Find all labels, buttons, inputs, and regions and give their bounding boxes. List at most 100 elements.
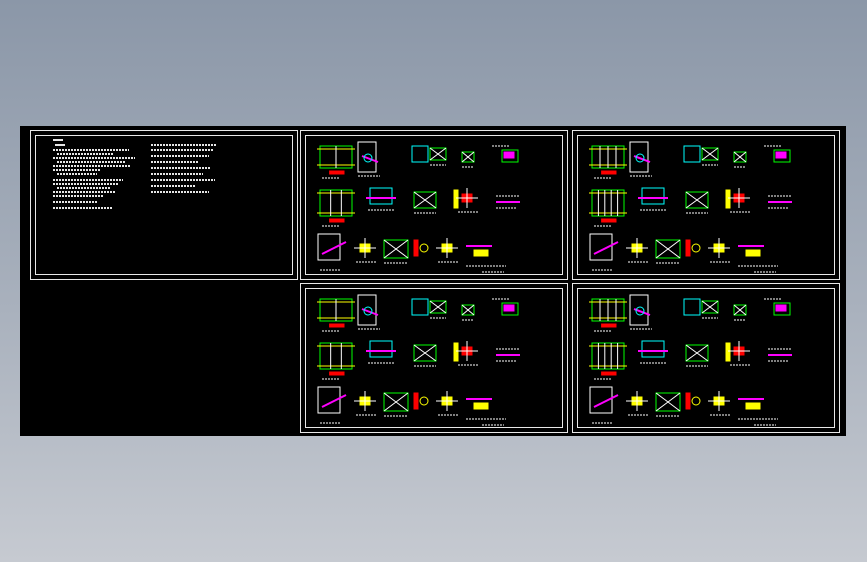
plan-box-outline — [411, 298, 429, 316]
section-diagonal — [429, 300, 447, 314]
rebar-hook-line — [633, 155, 651, 163]
section-outline — [383, 239, 409, 259]
rebar-hook-line — [361, 155, 379, 163]
section-diagonal — [733, 304, 747, 316]
section-diagonal — [701, 147, 719, 161]
stiffener-detail-box — [641, 187, 665, 205]
section-outline — [701, 147, 719, 161]
section-outline — [733, 151, 747, 163]
column-web — [413, 392, 419, 410]
base-weld-line — [321, 241, 347, 255]
section-outline — [461, 151, 475, 163]
pin-circle — [419, 243, 429, 253]
wall-section-outline — [629, 294, 649, 326]
detail-sheet-4-inner-frame — [577, 288, 835, 428]
base-weld-line — [593, 241, 619, 255]
anchor-bolt-circle — [363, 306, 373, 316]
connection-plate — [775, 151, 787, 159]
section-outline — [655, 239, 681, 259]
elevation-title-bar — [329, 323, 345, 328]
section-outline — [701, 300, 719, 314]
detail-sheet-2[interactable] — [572, 130, 840, 280]
notes-sheet[interactable] — [30, 130, 298, 280]
section-diagonal — [685, 344, 709, 362]
cad-model-space[interactable] — [20, 126, 846, 436]
detail-sheet-3-inner-frame — [305, 288, 563, 428]
beam-elevation-frame — [319, 342, 353, 370]
detail-sheet-2-inner-frame — [577, 135, 835, 275]
base-detail-outline — [589, 233, 613, 261]
connection-detail-box — [773, 302, 791, 316]
splice-plate — [745, 249, 761, 257]
splice-plate — [473, 249, 489, 257]
section-outline — [383, 392, 409, 412]
base-detail-outline — [589, 386, 613, 414]
base-weld-line — [593, 394, 619, 408]
base-detail-outline — [317, 233, 341, 261]
section-outline — [429, 147, 447, 161]
section-outline — [685, 344, 709, 362]
beam-elevation-frame — [591, 342, 625, 370]
detail-sheet-4[interactable] — [572, 283, 840, 433]
elevation-title-bar — [601, 218, 617, 223]
splice-plate — [473, 402, 489, 410]
stiffener-detail-box — [641, 340, 665, 358]
section-diagonal — [701, 300, 719, 314]
notes-sheet-inner-frame — [35, 135, 293, 275]
pin-circle — [419, 396, 429, 406]
column-flange — [453, 189, 459, 209]
pin-circle — [691, 243, 701, 253]
section-outline — [685, 191, 709, 209]
stiffener-detail-box — [369, 340, 393, 358]
wall-section-outline — [629, 141, 649, 173]
anchor-bolt-circle — [363, 153, 373, 163]
connection-plate — [775, 304, 787, 312]
column-flange — [453, 342, 459, 362]
detail-sheet-1[interactable] — [300, 130, 568, 280]
detail-sheet-3[interactable] — [300, 283, 568, 433]
elevation-title-bar — [329, 170, 345, 175]
section-diagonal — [685, 191, 709, 209]
elevation-title-bar — [329, 218, 345, 223]
plan-box-outline — [683, 145, 701, 163]
splice-plate — [745, 402, 761, 410]
section-outline — [429, 300, 447, 314]
section-diagonal — [655, 239, 681, 259]
rebar-hook-line — [633, 308, 651, 316]
section-outline — [461, 304, 475, 316]
anchor-bolt-circle — [635, 153, 645, 163]
connection-detail-box — [501, 302, 519, 316]
section-diagonal — [413, 344, 437, 362]
section-diagonal — [413, 191, 437, 209]
base-weld-line — [321, 394, 347, 408]
connection-detail-box — [501, 149, 519, 163]
rebar-hook-line — [361, 308, 379, 316]
elevation-title-bar — [601, 170, 617, 175]
wall-section-outline — [357, 141, 377, 173]
connection-plate — [503, 151, 515, 159]
base-detail-outline — [317, 386, 341, 414]
section-diagonal — [383, 239, 409, 259]
column-flange — [725, 189, 731, 209]
section-outline — [655, 392, 681, 412]
pin-circle — [691, 396, 701, 406]
wall-section-outline — [357, 294, 377, 326]
anchor-bolt-circle — [635, 306, 645, 316]
section-outline — [413, 344, 437, 362]
elevation-title-bar — [601, 371, 617, 376]
section-diagonal — [461, 304, 475, 316]
stiffener-detail-box — [369, 187, 393, 205]
beam-elevation-frame — [591, 189, 625, 217]
column-web — [413, 239, 419, 257]
section-diagonal — [383, 392, 409, 412]
section-diagonal — [733, 151, 747, 163]
cad-drawing-layer — [317, 141, 792, 426]
plan-box-outline — [683, 298, 701, 316]
column-flange — [725, 342, 731, 362]
connection-detail-box — [773, 149, 791, 163]
elevation-title-bar — [329, 371, 345, 376]
section-outline — [413, 191, 437, 209]
section-diagonal — [461, 151, 475, 163]
section-outline — [733, 304, 747, 316]
detail-sheet-1-inner-frame — [305, 135, 563, 275]
